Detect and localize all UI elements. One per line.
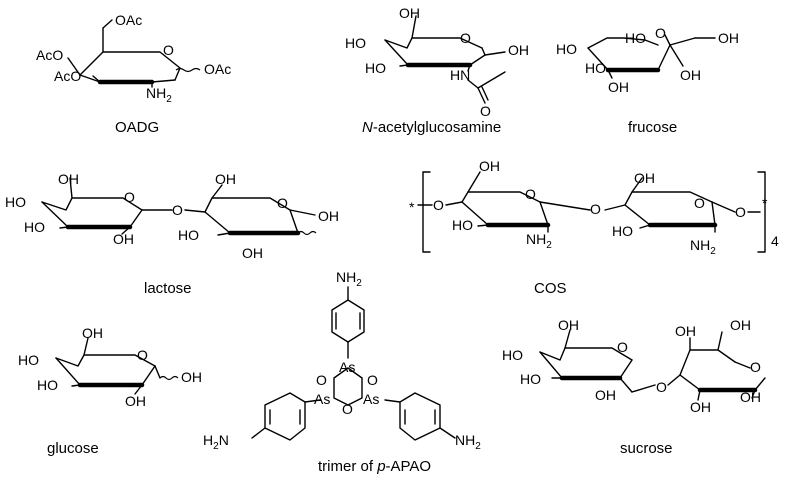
cos-repeat-count: 4 [771, 233, 779, 249]
trimer-as-left: As [314, 391, 330, 407]
nag-ho-left: HO [345, 35, 366, 51]
lactose-ho-lower: HO [24, 219, 45, 235]
glucose-ho-lower: HO [37, 377, 58, 393]
trimer-structure [251, 286, 456, 441]
lactose-oh-bottom1: OH [113, 231, 134, 247]
nag-structure [384, 15, 506, 104]
label-fucose: frucose [628, 119, 677, 136]
fucose-ho-lower: HO [585, 60, 606, 76]
nag-ho-lower: HO [365, 60, 386, 76]
fucose-structure [587, 34, 716, 79]
trimer-nh2-right: NH2 [455, 432, 481, 452]
label-sucrose: sucrose [620, 440, 673, 457]
sucrose-oh-top1: OH [558, 317, 579, 333]
cos-star-left: * [409, 199, 415, 215]
lactose-structure [41, 177, 317, 236]
nag-oh-top: OH [399, 5, 420, 21]
oadg-oac-top: OAc [115, 12, 142, 28]
cos-structure [417, 171, 766, 253]
lactose-ho-lower2: HO [178, 227, 199, 243]
nag-carbonyl-o: O [480, 103, 491, 119]
lactose-oh-top1: OH [58, 171, 79, 187]
sucrose-ring-o2: O [750, 359, 761, 375]
glucose-oh-right: OH [181, 369, 202, 385]
cos-star-right: * [762, 195, 768, 211]
trimer-h2n-left: H2N [203, 432, 229, 452]
oadg-nh2: NH2 [146, 85, 172, 105]
lactose-oh-top2: OH [215, 171, 236, 187]
cos-ring-o1: O [525, 186, 536, 202]
label-lactose: lactose [144, 280, 192, 297]
nag-ring-o: O [460, 30, 471, 46]
sucrose-ring-o1: O [617, 339, 628, 355]
cos-ring-o2: O [694, 195, 705, 211]
lactose-ho-left: HO [5, 194, 26, 210]
trimer-o-bottom: O [342, 401, 353, 417]
lactose-oh-right: OH [318, 208, 339, 224]
label-glucose: glucose [47, 440, 99, 457]
sucrose-structure [539, 329, 766, 401]
fucose-ho-ring: HO [625, 30, 646, 46]
label-oadg: OADG [115, 119, 159, 136]
glucose-structure [55, 337, 179, 395]
cos-o-right: O [735, 204, 746, 220]
trimer-o-left: O [316, 372, 327, 388]
oadg-aco-left: AcO [36, 47, 63, 63]
fucose-oh-right: OH [718, 30, 739, 46]
glucose-ho-left: HO [18, 352, 39, 368]
glucose-oh-top: OH [82, 325, 103, 341]
sucrose-oh-top2: OH [675, 323, 696, 339]
oadg-ring-o: O [163, 42, 174, 58]
trimer-as-top: As [339, 359, 355, 375]
fucose-ho-left: HO [556, 41, 577, 57]
glucose-ring-o: O [137, 347, 148, 363]
sucrose-oh-bottom1: OH [595, 387, 616, 403]
nag-hn: HN [450, 67, 470, 83]
oadg-oac-right: OAc [204, 61, 231, 77]
sucrose-oh-bottom2: OH [690, 399, 711, 415]
sucrose-oh-bottom3: OH [740, 389, 761, 405]
label-n-acetylglucosamine: N-acetylglucosamine [362, 119, 501, 136]
oadg-structure [67, 19, 201, 88]
label-cos: COS [534, 280, 567, 297]
cos-oh-top1: OH [479, 158, 500, 174]
cos-ho-lower2: HO [612, 223, 633, 239]
cos-oh-top2: OH [634, 170, 655, 186]
trimer-as-right: As [363, 391, 379, 407]
glucose-oh-bottom: OH [125, 393, 146, 409]
sucrose-bridge-o: O [656, 379, 667, 395]
lactose-oh-bottom2: OH [242, 245, 263, 261]
label-trimer-p-apao: trimer of p-APAO [318, 458, 431, 475]
fucose-oh-bottom: OH [608, 79, 629, 95]
trimer-nh2-top: NH2 [336, 269, 362, 289]
sucrose-ho-left: HO [502, 347, 523, 363]
cos-nh2-2: NH2 [690, 237, 716, 257]
trimer-o-right: O [367, 372, 378, 388]
sucrose-ho-lower: HO [520, 371, 541, 387]
nag-oh-right: OH [508, 42, 529, 58]
oadg-aco-lower: AcO [54, 68, 81, 84]
lactose-ring-o2: O [277, 195, 288, 211]
fucose-ring-o: O [655, 25, 666, 41]
cos-nh2-1: NH2 [526, 231, 552, 251]
cos-bridge-o: O [590, 201, 601, 217]
sucrose-oh-top3: OH [730, 317, 751, 333]
lactose-bridge-o: O [172, 202, 183, 218]
fucose-oh-mid: OH [680, 67, 701, 83]
lactose-ring-o1: O [124, 189, 135, 205]
cos-o-left: O [433, 197, 444, 213]
cos-ho-lower: HO [452, 217, 473, 233]
